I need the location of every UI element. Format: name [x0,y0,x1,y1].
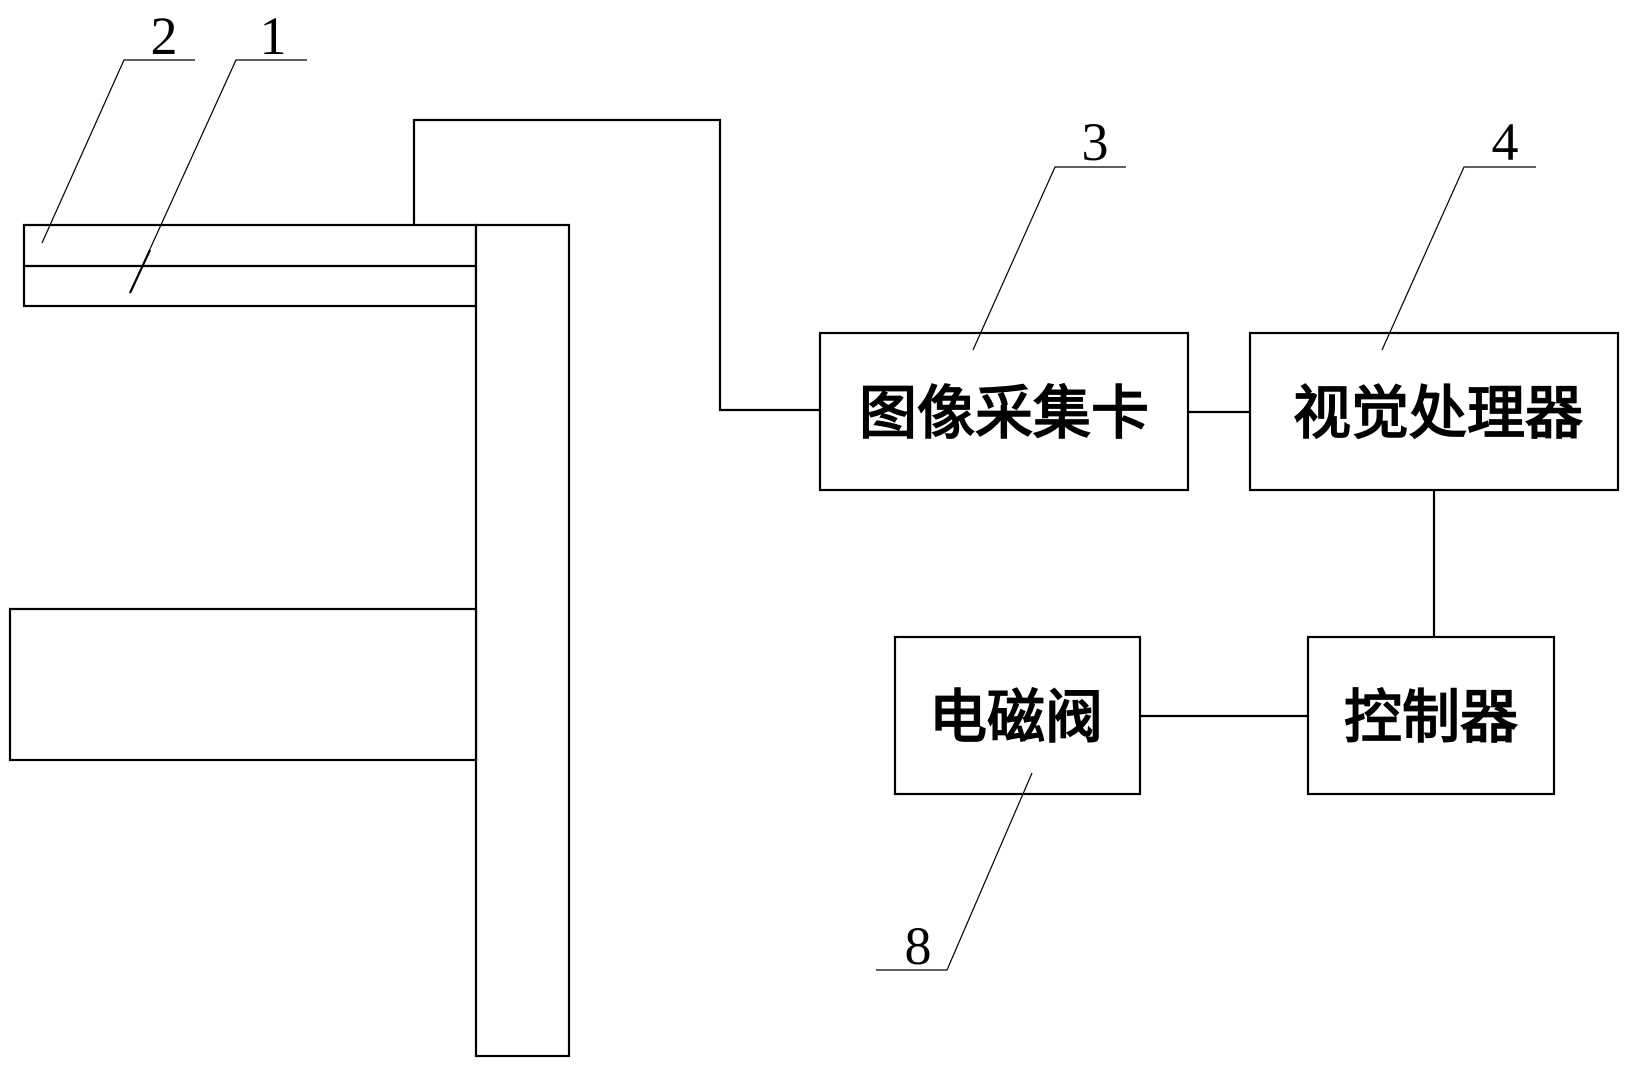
image-capture-card-box [818,331,1190,492]
vertical-post [474,223,571,1058]
reference-number-8: 8 [905,916,932,976]
solenoid-valve-box [893,635,1142,796]
reference-number-4: 4 [1492,112,1519,172]
solenoid-valve-label: 电磁阀 [929,683,1103,751]
controller-label: 控制器 [1344,683,1519,751]
lower-arm [8,607,478,762]
reference-number-1: 1 [260,6,287,66]
leader-line-8 [876,772,1033,971]
controller-box [1306,635,1556,796]
leader-line-1 [129,59,307,294]
leader-line-3 [972,166,1126,351]
leader-line-2 [41,59,195,244]
reference-number-3: 3 [1082,112,1109,172]
reference-number-2: 2 [151,6,178,66]
image-capture-card-label: 图像采集卡 [859,379,1149,447]
camera-signal-wire [412,118,820,412]
leader-line-4 [1381,166,1536,351]
leader-line-1-tip [129,249,151,294]
visual-processor-label: 视觉处理器 [1293,379,1584,447]
